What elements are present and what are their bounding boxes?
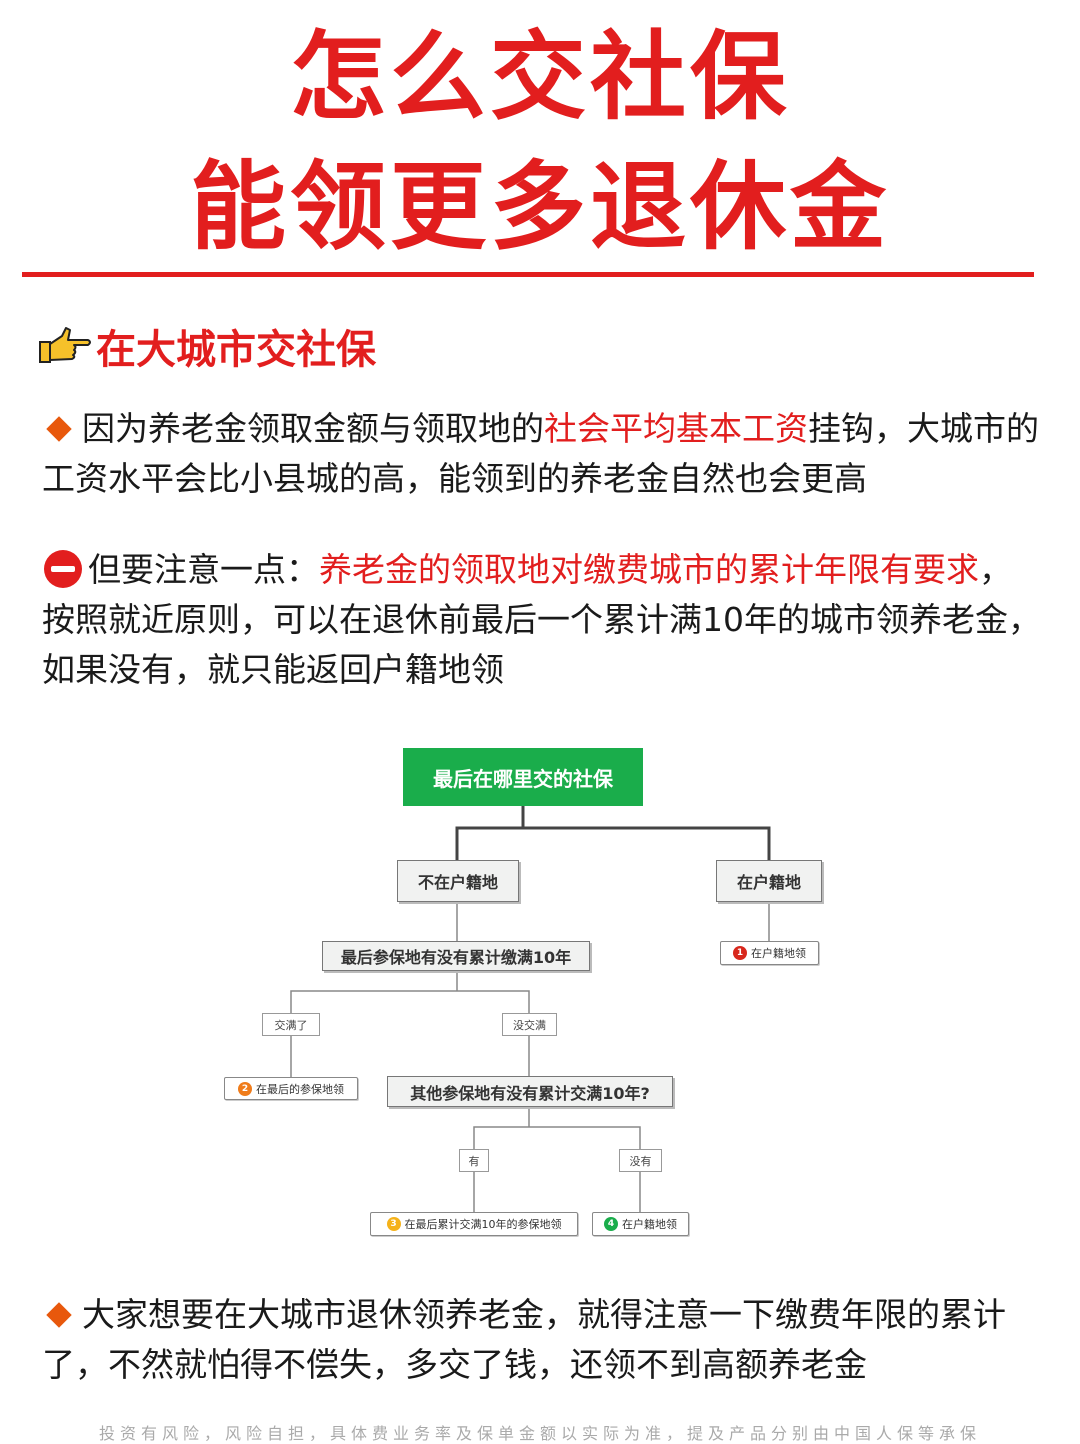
section-title: 在大城市交社保	[96, 327, 376, 373]
section-heading: 在大城市交社保	[36, 318, 376, 374]
paragraph-1-before: 因为养老金领取金额与领取地的	[82, 409, 544, 448]
paragraph-2-highlight: 养老金的领取地对缴费城市的累计年限有要求	[319, 550, 979, 589]
orange-diamond-icon	[46, 1301, 72, 1328]
title-divider	[22, 272, 1034, 277]
disclaimer-footer: 投资有风险，风险自担，具体费业务率及保单金额以实际为准，提及产品分别由中国人保等…	[98, 1424, 981, 1443]
leaf-4: 4 在户籍地领	[592, 1212, 689, 1236]
paragraph-2-before: 但要注意一点：	[88, 550, 319, 589]
badge-3: 3	[386, 1217, 401, 1231]
paragraph-1-after: 挂钩，大城市的工资水平会比小县城的高，能领到的养老金自然也会更高	[42, 409, 1039, 498]
branch-yes-1: 交满了	[262, 1013, 320, 1036]
paragraph-1-highlight: 社会平均基本工资	[544, 409, 808, 448]
leaf-4-label: 在户籍地领	[622, 1218, 677, 1231]
paragraph-3: 大家想要在大城市退休领养老金，就得注意一下缴费年限的累计了，不然就怕得不偿失，多…	[42, 1290, 1042, 1390]
branch-yes-2: 有	[459, 1149, 489, 1172]
badge-4: 4	[604, 1217, 618, 1231]
pointing-hand-icon	[39, 327, 91, 363]
paragraph-2-after: ，按照就近原则，可以在退休前最后一个累计满10年的城市领养老金，如果没有，就只能…	[42, 550, 1041, 689]
branch-no-2: 没有	[619, 1149, 662, 1172]
question-2: 其他参保地有没有累计交满10年?	[387, 1076, 673, 1107]
page-title-line2: 能领更多退休金	[190, 151, 890, 263]
badge-2: 2	[238, 1081, 252, 1096]
leaf-1-label: 在户籍地领	[751, 947, 806, 960]
no-entry-icon	[44, 549, 82, 588]
paragraph-3-text: 大家想要在大城市退休领养老金，就得注意一下缴费年限的累计了，不然就怕得不偿失，多…	[42, 1295, 1006, 1384]
node-not-hukou: 不在户籍地	[397, 860, 519, 902]
leaf-1: 1 在户籍地领	[720, 941, 819, 965]
diagram-root: 最后在哪里交的社保	[403, 748, 643, 806]
node-in-hukou: 在户籍地	[716, 860, 822, 902]
leaf-2-label: 在最后的参保地领	[256, 1082, 344, 1096]
badge-1: 1	[733, 946, 747, 960]
branch-no-1: 没交满	[502, 1013, 557, 1036]
question-1: 最后参保地有没有累计缴满10年	[322, 941, 590, 971]
paragraph-1: 因为养老金领取金额与领取地的社会平均基本工资挂钩，大城市的工资水平会比小县城的高…	[42, 404, 1042, 504]
paragraph-2: 但要注意一点：养老金的领取地对缴费城市的累计年限有要求，按照就近原则，可以在退休…	[42, 545, 1042, 695]
page-title-line1: 怎么交社保	[290, 21, 790, 133]
leaf-3-label: 在最后累计交满10年的参保地领	[404, 1218, 562, 1231]
leaf-2: 2 在最后的参保地领	[224, 1077, 358, 1100]
